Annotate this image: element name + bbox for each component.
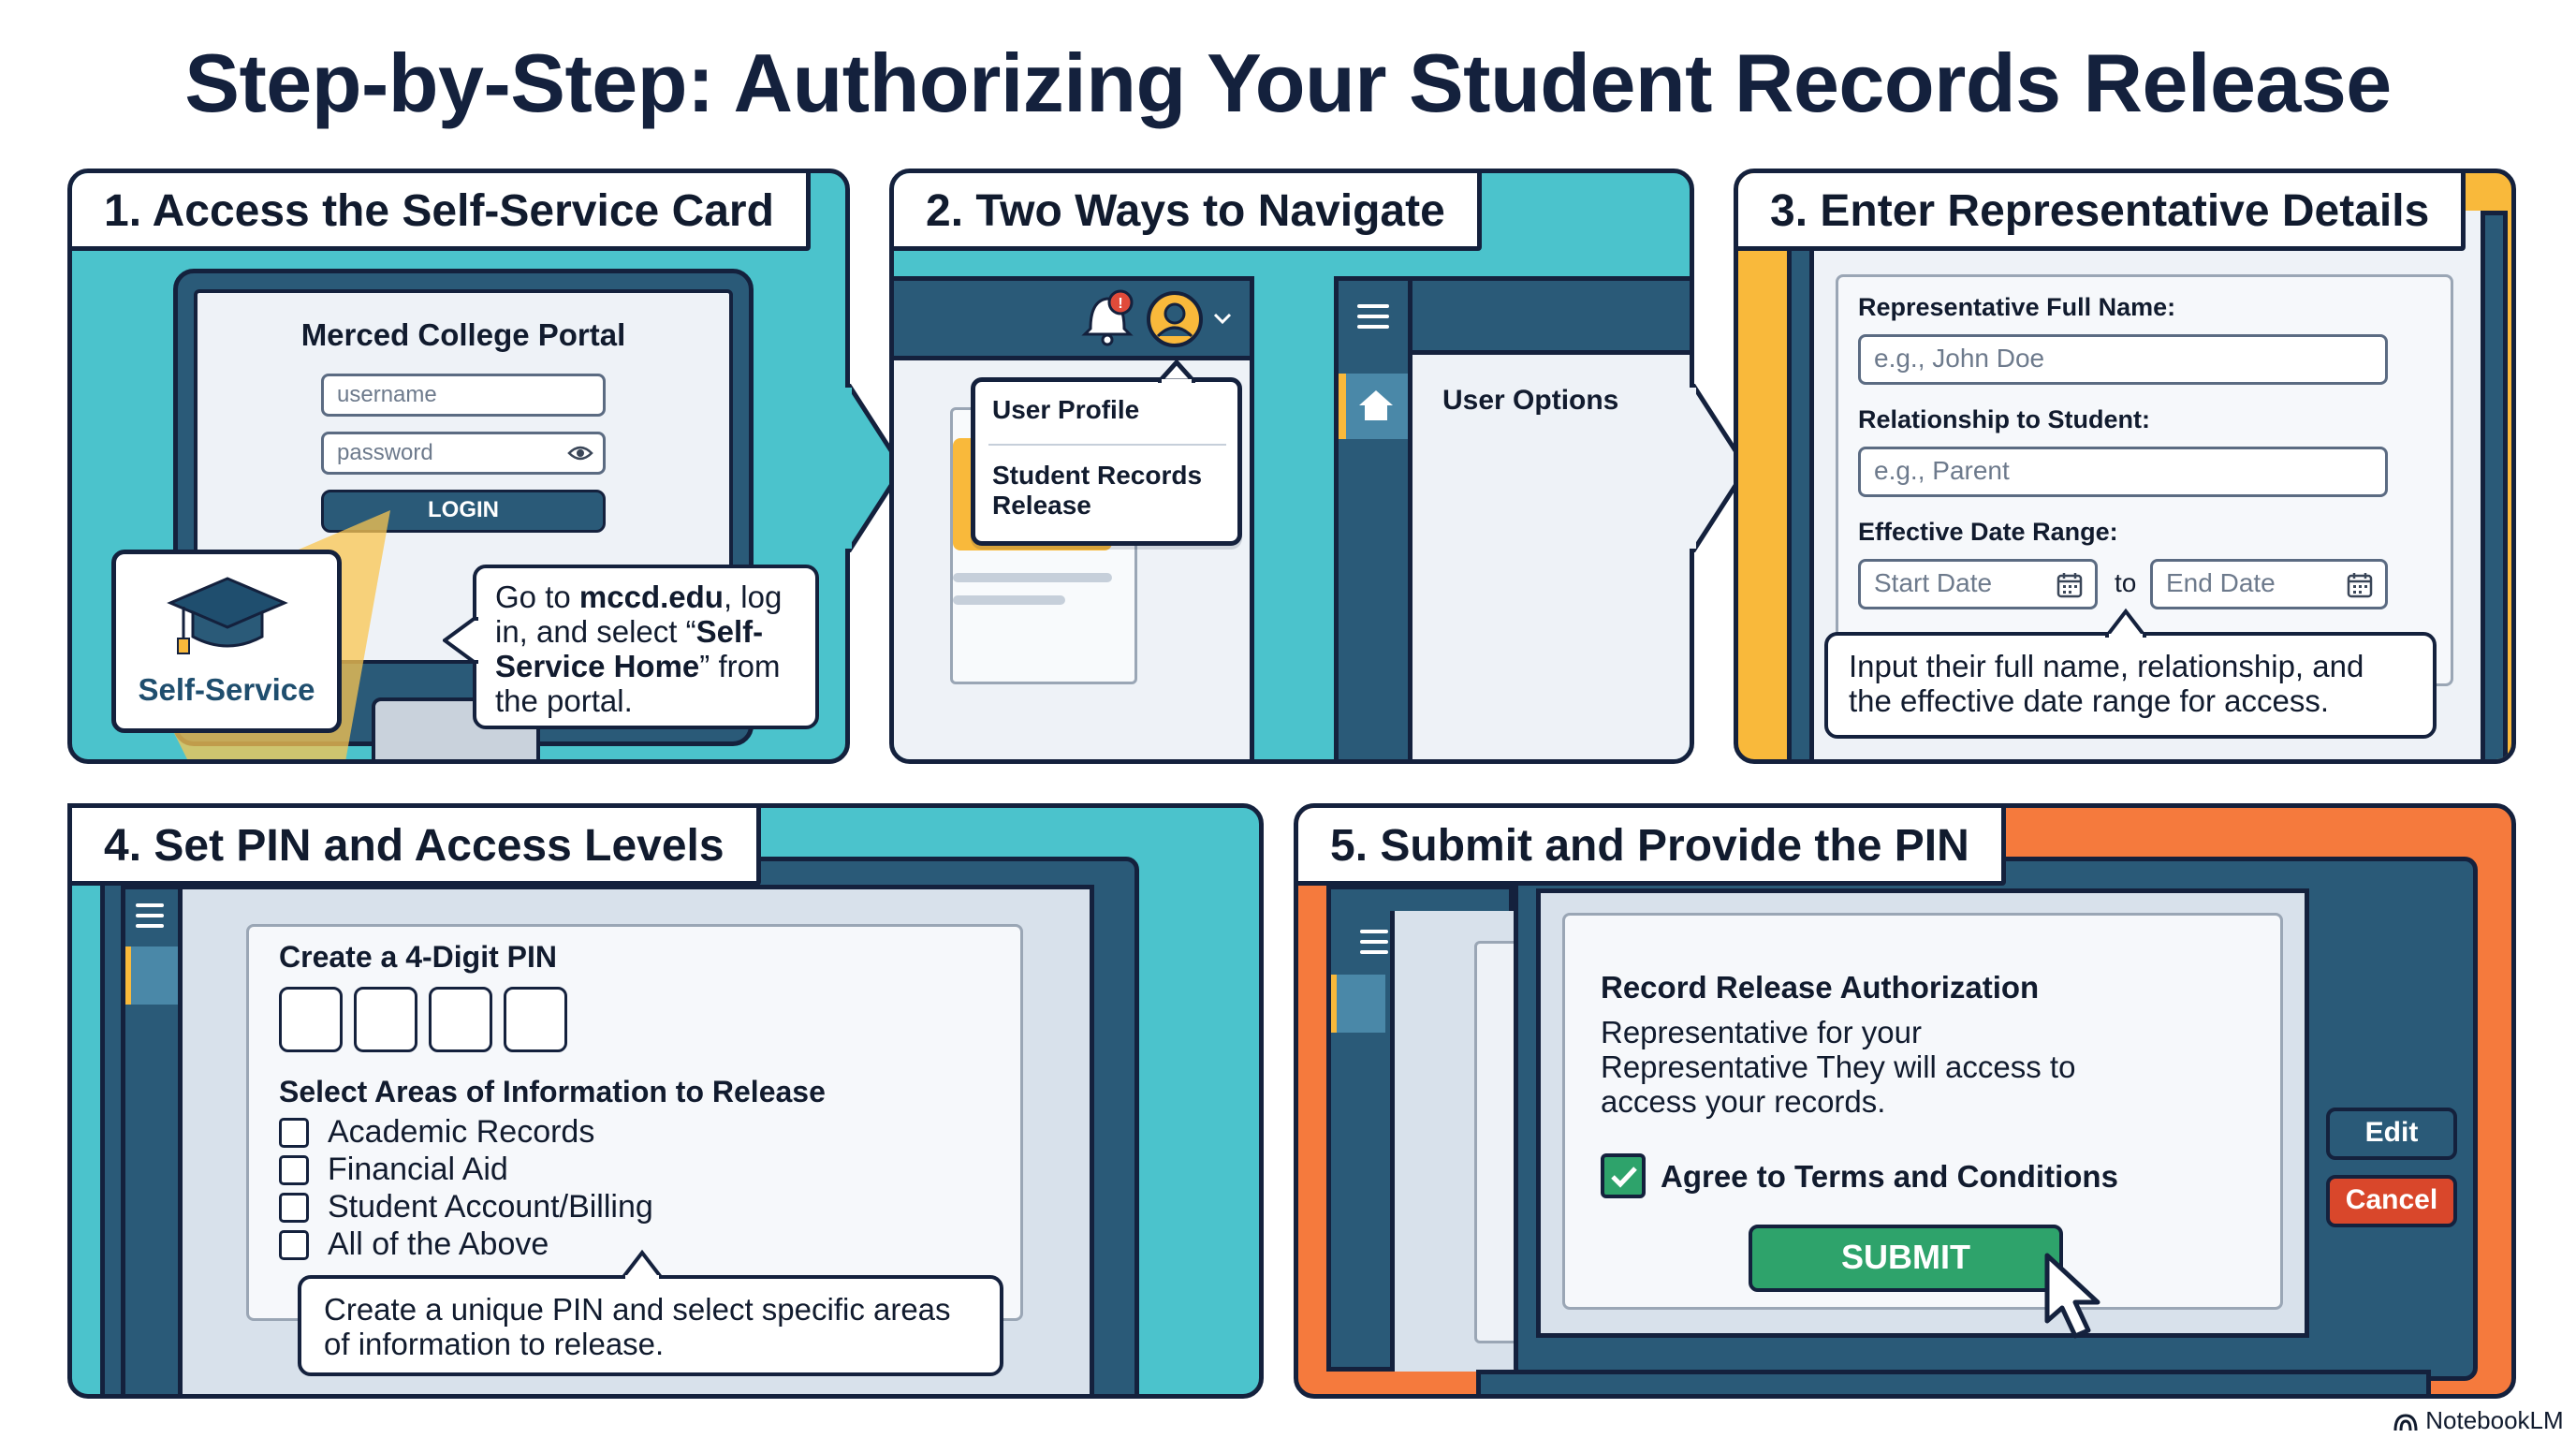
dialog-base — [1476, 1370, 2431, 1394]
panel-step-2: ! User Profile Student Records Release U… — [889, 169, 1694, 764]
pin-digit-2[interactable] — [354, 987, 417, 1052]
arrow-2-to-3 — [1687, 384, 1749, 552]
arrow-1-to-2 — [842, 384, 905, 552]
user-dropdown-menu: User Profile Student Records Release — [971, 377, 1242, 546]
step3-title: 3. Enter Representative Details — [1738, 173, 2466, 251]
text-line — [953, 595, 1065, 605]
step4-title: 4. Set PIN and Access Levels — [67, 803, 761, 886]
brand-label: NotebookLM — [2425, 1406, 2564, 1434]
pin-digit-4[interactable] — [504, 987, 567, 1052]
svg-text:!: ! — [1118, 296, 1122, 312]
callout-site: mccd.edu — [578, 580, 724, 614]
pin-digit-1[interactable] — [279, 987, 343, 1052]
callout-home: Self-Service Home — [495, 614, 764, 683]
submit-button[interactable]: SUBMIT — [1749, 1225, 2063, 1292]
edit-button[interactable]: Edit — [2326, 1108, 2457, 1160]
mouse-cursor-icon — [2044, 1253, 2100, 1339]
relationship-label: Relationship to Student: — [1858, 405, 2150, 433]
step4-callout: Create a unique PIN and select specific … — [298, 1275, 1003, 1376]
side-item-user-options[interactable]: User Options — [1442, 385, 1619, 416]
notebooklm-logo-icon — [2393, 1414, 2418, 1431]
menu-item-student-records-release[interactable]: Student Records Release — [992, 461, 1203, 520]
pin-side-nav-active[interactable] — [125, 946, 178, 1005]
menu-divider — [988, 444, 1226, 446]
cancel-button[interactable]: Cancel — [2326, 1175, 2457, 1227]
graduation-cap-icon — [167, 577, 288, 654]
date-range-label: Effective Date Range: — [1858, 518, 2118, 546]
calendar-icon[interactable] — [2346, 571, 2374, 599]
agree-checkbox[interactable] — [1601, 1153, 1646, 1198]
checkbox-financial-aid[interactable] — [279, 1155, 309, 1185]
back-side-active — [1331, 975, 1385, 1033]
side-nav-home-item[interactable] — [1339, 374, 1408, 439]
name-input[interactable]: e.g., John Doe — [1858, 334, 2388, 385]
self-service-card[interactable]: Self-Service — [111, 550, 342, 733]
agree-label: Agree to Terms and Conditions — [1661, 1159, 2118, 1194]
hamburger-menu-icon[interactable] — [1357, 304, 1389, 329]
areas-label: Select Areas of Information to Release — [279, 1075, 826, 1108]
option-financial-aid: Financial Aid — [328, 1152, 508, 1187]
checkmark-icon — [1611, 1167, 1637, 1188]
page-title: Step-by-Step: Authorizing Your Student R… — [184, 37, 2392, 129]
panel-step-1: Merced College Portal username password … — [67, 169, 850, 764]
step5-title: 5. Submit and Provide the PIN — [1298, 808, 2006, 886]
hamburger-menu-icon[interactable] — [1360, 930, 1388, 954]
callout-pointer — [622, 1249, 663, 1279]
panel-step-3: Representative Full Name: e.g., John Doe… — [1734, 169, 2516, 764]
checkbox-student-account-billing[interactable] — [279, 1193, 309, 1223]
relationship-input[interactable]: e.g., Parent — [1858, 447, 2388, 497]
self-service-label: Self-Service — [138, 672, 315, 707]
chevron-down-icon[interactable] — [1212, 312, 1233, 327]
date-range-to: to — [2115, 568, 2137, 597]
callout-pointer — [2105, 608, 2146, 638]
step1-callout: Go to mccd.edu, log in, and select “Self… — [473, 565, 819, 729]
option-all-of-the-above: All of the Above — [328, 1226, 549, 1262]
end-date-input[interactable]: End Date — [2150, 559, 2388, 609]
option-academic-records: Academic Records — [328, 1114, 595, 1150]
bell-icon[interactable]: ! — [1077, 287, 1137, 349]
form-title: Record Release Authorization — [1601, 970, 2040, 1005]
step1-title: 1. Access the Self-Service Card — [72, 173, 811, 251]
step3-callout: Input their full name, relationship, and… — [1824, 632, 2437, 739]
portal-title: Merced College Portal — [300, 317, 626, 352]
callout-pointer — [443, 617, 480, 664]
start-date-input[interactable]: Start Date — [1858, 559, 2098, 609]
username-input[interactable]: username — [321, 374, 606, 417]
callout-suffix: ” from the portal. — [495, 649, 781, 718]
end-date-placeholder: End Date — [2166, 568, 2276, 597]
pin-label: Create a 4-Digit PIN — [279, 940, 557, 974]
checkbox-academic-records[interactable] — [279, 1118, 309, 1148]
eye-icon[interactable] — [567, 444, 593, 462]
authorization-form: Record Release Authorization Representat… — [1562, 913, 2283, 1310]
pin-digit-3[interactable] — [429, 987, 492, 1052]
step2-title: 2. Two Ways to Navigate — [894, 173, 1482, 251]
panel-step-5: Record Release Authorization Representat… — [1294, 803, 2516, 1399]
start-date-placeholder: Start Date — [1874, 568, 1993, 597]
menu-item-user-profile[interactable]: User Profile — [992, 395, 1140, 424]
side-nav — [1334, 276, 1412, 759]
calendar-icon[interactable] — [2056, 571, 2084, 599]
callout-prefix: Go to — [495, 580, 579, 614]
form-body: Representative for your Representative T… — [1601, 1015, 2076, 1119]
text-line — [953, 573, 1112, 582]
home-icon — [1359, 390, 1393, 420]
user-avatar-icon[interactable] — [1145, 289, 1205, 349]
dropdown-pointer — [1158, 360, 1195, 383]
option-student-account-billing: Student Account/Billing — [328, 1189, 653, 1225]
callout-mid: , log in, and select “ — [495, 580, 783, 649]
password-input[interactable]: password — [321, 432, 606, 475]
brand-watermark: NotebookLM — [2393, 1406, 2564, 1435]
hamburger-menu-icon[interactable] — [136, 903, 164, 928]
name-label: Representative Full Name: — [1858, 293, 2176, 321]
checkbox-all-of-the-above[interactable] — [279, 1230, 309, 1260]
password-placeholder: password — [337, 440, 433, 465]
